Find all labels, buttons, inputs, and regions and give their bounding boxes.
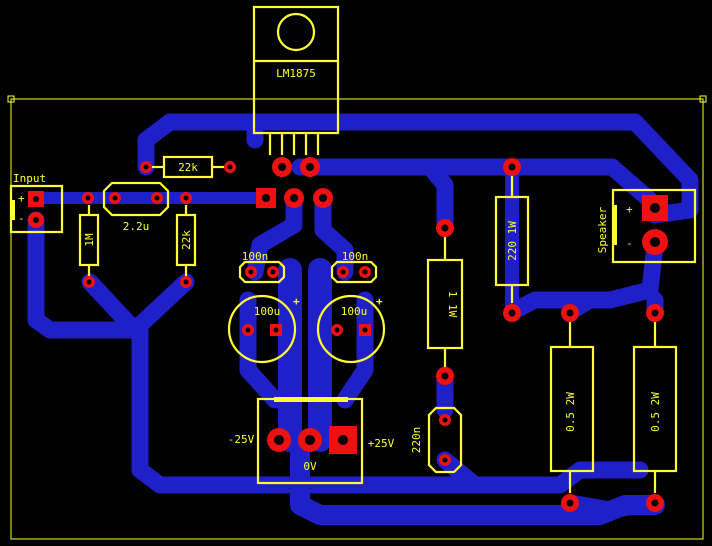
- svg-text:+: +: [376, 295, 383, 308]
- resistor-22k-top: 22k: [140, 155, 236, 179]
- input-label: Input: [13, 172, 46, 185]
- svg-text:+: +: [18, 192, 25, 205]
- ic-label: LM1875: [276, 67, 316, 80]
- corner-marker: [7, 95, 15, 103]
- svg-text:100n: 100n: [242, 250, 269, 263]
- svg-text:22k: 22k: [178, 161, 198, 174]
- svg-text:0.5 2W: 0.5 2W: [564, 392, 577, 432]
- capacitor-2-2u: 2.2u: [82, 181, 192, 233]
- board-outline: [10, 98, 704, 540]
- svg-text:+: +: [293, 295, 300, 308]
- svg-text:1 1W: 1 1W: [446, 291, 459, 318]
- corner-marker: [699, 95, 707, 103]
- resistor-220-1w: 220 1W: [494, 158, 530, 322]
- capacitor-100u-right: 100u +: [316, 294, 386, 364]
- ic-pads: [256, 157, 333, 208]
- svg-text:1M: 1M: [83, 233, 96, 247]
- capacitor-100n-left: 100n: [238, 250, 286, 284]
- capacitor-100n-right: 100n: [330, 250, 378, 284]
- svg-text:-: -: [626, 237, 633, 250]
- svg-text:22k: 22k: [180, 230, 193, 250]
- svg-text:0.5 2W: 0.5 2W: [649, 392, 662, 432]
- resistor-05-2w-left: 0.5 2W: [549, 304, 595, 512]
- svg-text:-: -: [18, 212, 25, 225]
- resistor-05-2w-right: 0.5 2W: [632, 304, 678, 512]
- resistor-1m: 1M: [78, 205, 100, 288]
- svg-text:220n: 220n: [410, 427, 423, 454]
- resistor-1-1w: 1 1W: [426, 219, 464, 385]
- svg-text:100u: 100u: [254, 305, 281, 318]
- speaker-connector: Speaker + -: [596, 188, 697, 264]
- svg-text:-25V: -25V: [228, 433, 255, 446]
- svg-text:100n: 100n: [342, 250, 369, 263]
- svg-text:0V: 0V: [303, 460, 317, 473]
- svg-text:+: +: [626, 203, 633, 216]
- svg-text:Speaker: Speaker: [596, 206, 609, 253]
- psu-connector: -25V +25V 0V: [228, 397, 395, 485]
- svg-text:100u: 100u: [341, 305, 368, 318]
- resistor-22k-vertical: 22k: [175, 205, 197, 288]
- svg-text:+25V: +25V: [368, 437, 395, 450]
- capacitor-100u-left: 100u +: [227, 294, 300, 364]
- svg-text:220 1W: 220 1W: [506, 221, 519, 261]
- ic-lm1875: LM1875: [252, 5, 340, 155]
- capacitor-220n: 220n: [410, 406, 463, 474]
- input-connector: Input + -: [9, 172, 64, 234]
- svg-text:2.2u: 2.2u: [123, 220, 150, 233]
